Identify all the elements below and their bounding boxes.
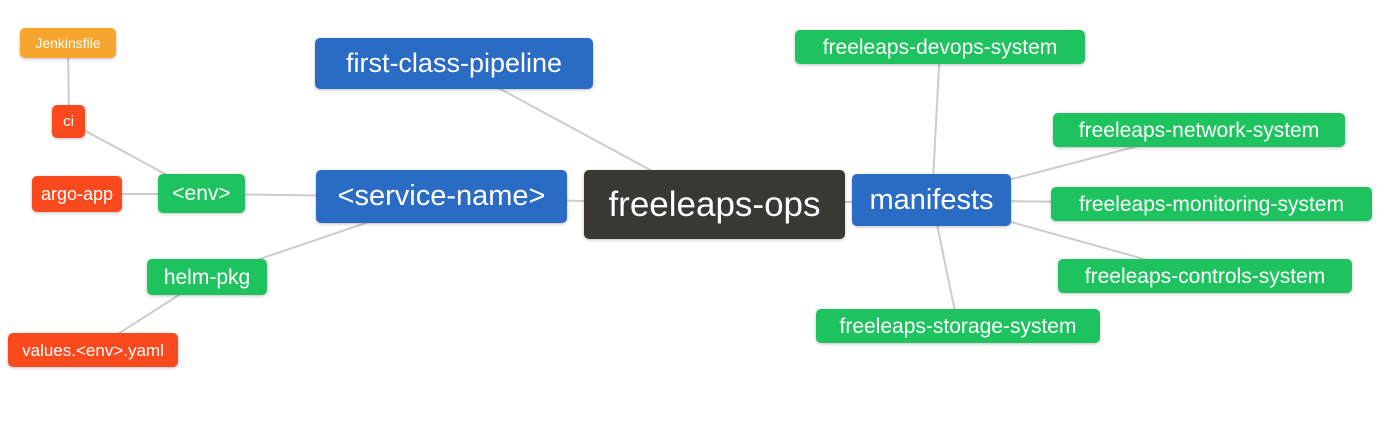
node-values-env-yaml[interactable]: values.<env>.yaml: [8, 333, 178, 367]
node-first-class-pipeline[interactable]: first-class-pipeline: [315, 38, 593, 89]
node-freeleaps-ops[interactable]: freeleaps-ops: [584, 170, 845, 239]
node-ci[interactable]: ci: [52, 105, 85, 138]
node-freeleaps-devops-system[interactable]: freeleaps-devops-system: [795, 30, 1085, 64]
node-helm-pkg[interactable]: helm-pkg: [147, 259, 267, 295]
node-freeleaps-controls-system[interactable]: freeleaps-controls-system: [1058, 259, 1352, 293]
node-jenkinsfile[interactable]: Jenkinsfile: [20, 28, 116, 58]
node-freeleaps-network-system[interactable]: freeleaps-network-system: [1053, 113, 1345, 147]
node-argo-app[interactable]: argo-app: [32, 176, 122, 212]
node-freeleaps-storage-system[interactable]: freeleaps-storage-system: [816, 309, 1100, 343]
node-freeleaps-monitoring-system[interactable]: freeleaps-monitoring-system: [1051, 187, 1372, 221]
node-manifests[interactable]: manifests: [852, 174, 1011, 226]
node-service-name[interactable]: <service-name>: [316, 170, 567, 223]
node-env[interactable]: <env>: [158, 174, 245, 213]
